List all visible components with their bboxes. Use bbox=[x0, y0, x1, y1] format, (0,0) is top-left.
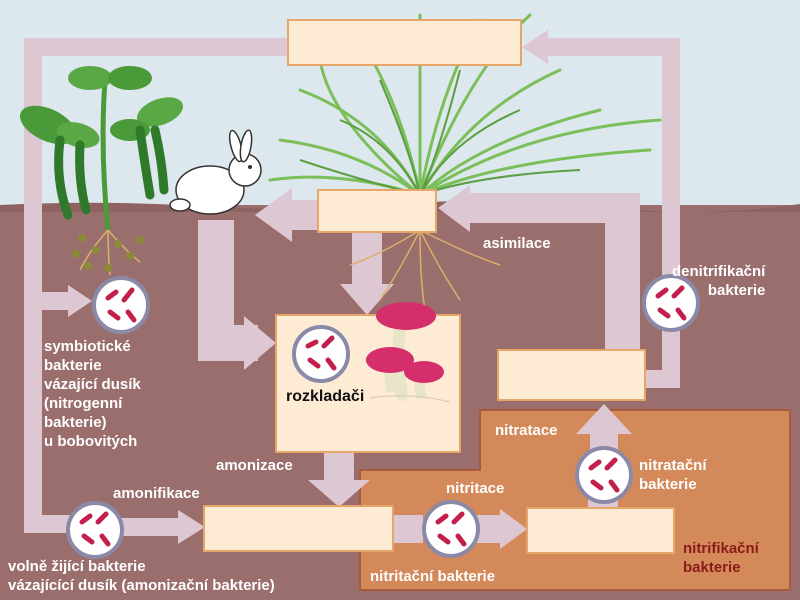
arrow-amonizace-body bbox=[324, 452, 354, 484]
arrow-nitritace-body bbox=[476, 515, 504, 543]
arrow-left-side bbox=[24, 38, 42, 533]
label-symbioticke-bakterie: symbiotické bakterie vázající dusík (nit… bbox=[44, 338, 141, 450]
arrow-amonifikace-body bbox=[120, 518, 180, 536]
arrow-to-free-bacteria bbox=[42, 515, 70, 533]
bacteria-free-living bbox=[66, 501, 124, 559]
label-amonifikace: amonifikace bbox=[113, 485, 200, 502]
arrow-to-animal-body bbox=[290, 200, 318, 230]
label-nitritace: nitritace bbox=[446, 480, 505, 497]
bacteria-nitratacni bbox=[575, 446, 633, 504]
arrow-asimilace-vertical bbox=[605, 193, 640, 353]
arrow-to-symbiotic-head bbox=[68, 285, 92, 317]
arrow-plant-down-head bbox=[340, 284, 394, 315]
label-volne-zijici-bakterie: volně žijící bakterie vázajícící dusík (… bbox=[8, 558, 275, 594]
arrow-top-right bbox=[545, 38, 680, 56]
label-nitratacni-bakterie: nitratační bakterie bbox=[639, 457, 707, 493]
box-ammonium bbox=[203, 505, 394, 552]
bacteria-denitrifying bbox=[642, 274, 700, 332]
label-asimilace: asimilace bbox=[483, 235, 551, 252]
cycle-arrows bbox=[24, 30, 680, 549]
label-rozkladaci: rozkladači bbox=[286, 388, 365, 405]
bacteria-decomposers bbox=[292, 325, 350, 383]
label-amonizace: amonizace bbox=[216, 457, 293, 474]
arrow-asimilace-head bbox=[438, 185, 470, 232]
arrow-top-left bbox=[24, 38, 290, 56]
label-nitratace: nitratace bbox=[495, 422, 558, 439]
label-nitrifikacni-bakterie: nitrifikační bakterie bbox=[683, 540, 759, 576]
arrow-to-decomposers-head bbox=[244, 316, 276, 370]
box-nitrates bbox=[497, 349, 646, 401]
arrow-to-animal-head bbox=[255, 188, 292, 242]
arrow-to-symbiotic-body bbox=[42, 292, 72, 310]
bacteria-nitritacni bbox=[422, 500, 480, 558]
arrow-from-box-right bbox=[645, 370, 680, 388]
arrow-head-into-top-box bbox=[522, 30, 548, 64]
box-nitrites bbox=[526, 507, 675, 554]
label-denitrifikacni-bakterie: denitrifikační bakterie bbox=[672, 263, 766, 299]
arrow-amonizace-head bbox=[308, 480, 370, 507]
label-nitritacni-bakterie: nitritační bakterie bbox=[370, 568, 496, 585]
arrow-nitratace-head bbox=[576, 404, 632, 434]
arrow-plant-down bbox=[352, 232, 382, 287]
arrow-nitritace-left bbox=[393, 515, 423, 543]
rabbit bbox=[169, 129, 262, 215]
arrow-amonifikace-head bbox=[178, 510, 205, 544]
arrow-nitritace-head bbox=[500, 509, 527, 549]
arrow-nitratace-body bbox=[590, 430, 618, 450]
box-plant-nitrogen bbox=[317, 189, 437, 233]
arrow-right-side bbox=[662, 38, 680, 388]
legume-plant bbox=[19, 66, 183, 276]
mushrooms bbox=[366, 302, 451, 403]
box-atmospheric-nitrogen bbox=[287, 19, 522, 66]
bacteria-symbiotic bbox=[92, 276, 150, 334]
